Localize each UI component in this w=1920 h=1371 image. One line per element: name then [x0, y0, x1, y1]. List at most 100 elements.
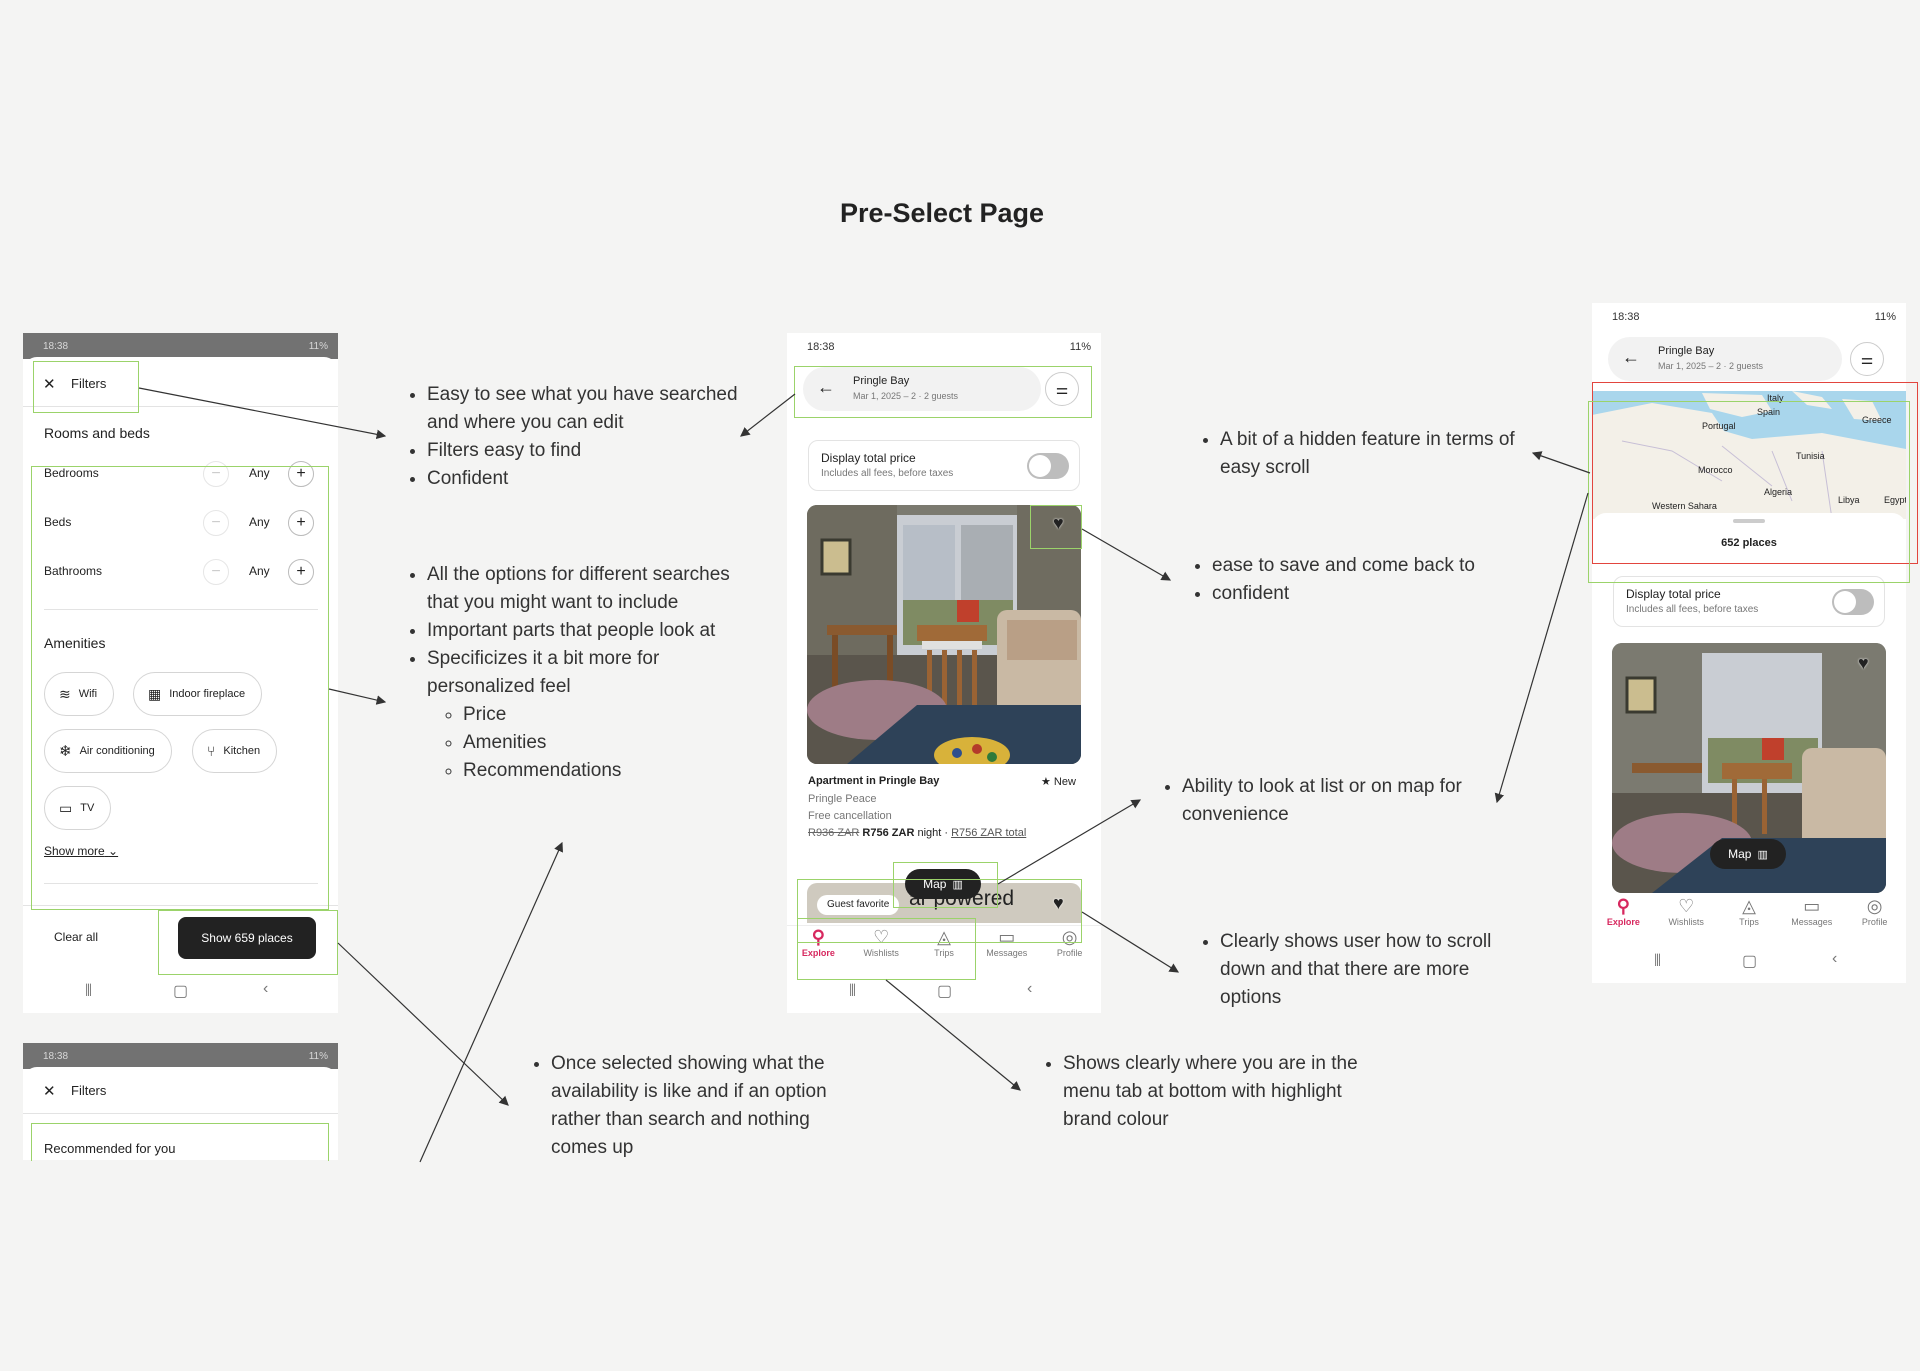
old-price: R936 ZAR [808, 827, 860, 839]
tab-wishlists[interactable]: ♡Wishlists [1655, 895, 1718, 939]
decrement-button[interactable]: − [203, 461, 229, 487]
note-hidden-scroll: A bit of a hidden feature in terms of ea… [1198, 426, 1538, 482]
amenity-chip-air-conditioning[interactable]: ❄ Air conditioning [44, 729, 172, 773]
amenity-chip-kitchen[interactable]: ⑂ Kitchen [192, 729, 278, 773]
highlight-search-bar [794, 366, 1092, 418]
note-options: All the options for different searches t… [405, 561, 745, 785]
filters-phone: 18:38 11% ✕ Filters Rooms and beds Bedro… [23, 333, 338, 1013]
map-label: Morocco [1698, 465, 1733, 475]
filters-title: Filters [71, 1083, 107, 1098]
highlight-map-sheet [1588, 401, 1910, 583]
back-icon[interactable]: ‹ [1027, 980, 1033, 997]
search-summary-pill[interactable]: ← Pringle Bay Mar 1, 2025 – 2 · 2 guests [803, 367, 1041, 411]
back-icon[interactable]: ‹ [263, 980, 269, 997]
recent-apps-icon[interactable]: ⦀ [85, 983, 93, 1000]
increment-button[interactable]: + [288, 510, 314, 536]
drag-handle[interactable] [1733, 519, 1765, 523]
filters-title: Filters [71, 376, 107, 391]
tv-icon: ▭ [59, 799, 73, 816]
home-icon[interactable]: ▢ [937, 983, 953, 1000]
listing-phone: 18:38 11% ← Pringle Bay Mar 1, 2025 – 2 … [787, 333, 1101, 1013]
tab-explore[interactable]: ⚲Explore [1592, 895, 1655, 939]
home-icon[interactable]: ▢ [1742, 953, 1758, 970]
clear-all-button[interactable]: Clear all [54, 930, 99, 944]
sliders-icon: ⚌ [1860, 351, 1874, 367]
new-price: R756 ZAR [862, 827, 915, 839]
filter-button[interactable]: ⚌ [1850, 342, 1884, 376]
note-map-list: Ability to look at list or on map for co… [1160, 773, 1500, 829]
total-price-link[interactable]: R756 ZAR total [951, 827, 1027, 839]
wishlist-heart-icon[interactable]: ♥ [1858, 653, 1869, 673]
filters-phone-2: 18:38 11% ✕ Filters Recommended for you [23, 1043, 338, 1160]
recommended-heading: Recommended for you [44, 1141, 176, 1156]
highlight-next-card [797, 879, 1082, 943]
amenities-heading: Amenities [44, 635, 106, 651]
listing-title: Apartment in Pringle Bay [808, 775, 940, 787]
increment-button[interactable]: + [288, 559, 314, 585]
close-icon[interactable]: ✕ [43, 1083, 56, 1100]
amenity-chip-wifi[interactable]: ≋ Wifi [44, 672, 115, 716]
places-count: 652 places [1721, 537, 1777, 549]
home-icon[interactable]: ▢ [173, 983, 189, 1000]
search-dates: Mar 1, 2025 – 2 · 2 guests [853, 391, 959, 401]
toggle-subtitle: Includes all fees, before taxes [821, 468, 954, 479]
price-unit: night · [914, 827, 952, 839]
increment-button[interactable]: + [288, 461, 314, 487]
recent-apps-icon[interactable]: ⦀ [849, 983, 857, 1000]
wifi-icon: ≋ [59, 685, 71, 702]
highlight-heart [1030, 505, 1082, 549]
filter-button[interactable]: ⚌ [1045, 372, 1079, 406]
map-label: Greece [1862, 415, 1892, 425]
toggle-subtitle: Includes all fees, before taxes [1626, 604, 1759, 615]
map-illustration [1592, 391, 1906, 519]
bottom-tab-bar: ⚲Explore ♡Wishlists ◬Trips ▭Messages ◎Pr… [1592, 895, 1906, 939]
price-line: R936 ZAR R756 ZAR night · R756 ZAR total [808, 827, 1026, 839]
map-toggle-button[interactable]: Map ▥ [905, 869, 981, 899]
amenity-chip-fireplace[interactable]: ▦ Indoor fireplace [133, 672, 263, 716]
search-location: Pringle Bay [1658, 345, 1715, 357]
kitchen-utensils-icon: ⑂ [207, 743, 216, 759]
room-photo-illustration [807, 505, 1081, 764]
search-icon: ⚲ [1616, 896, 1630, 916]
cancellation-line: Free cancellation [808, 810, 892, 822]
note-availability: Once selected showing what the availabil… [529, 1050, 869, 1162]
rooms-beds-heading: Rooms and beds [44, 425, 150, 441]
back-arrow-icon[interactable]: ← [1622, 347, 1640, 367]
map-label: Portugal [1702, 421, 1736, 431]
decrement-button[interactable]: − [203, 559, 229, 585]
search-summary-pill[interactable]: ← Pringle Bay Mar 1, 2025 – 2 · 2 guests [1608, 337, 1842, 381]
total-price-toggle[interactable] [1832, 589, 1874, 615]
map-view[interactable]: Italy Spain Portugal Greece Tunisia Moro… [1592, 391, 1906, 519]
close-icon[interactable]: ✕ [43, 376, 56, 393]
tab-trips[interactable]: ◬Trips [1718, 895, 1781, 939]
tab-messages[interactable]: ▭Messages [1780, 895, 1843, 939]
recent-apps-icon[interactable]: ⦀ [1654, 953, 1662, 970]
back-arrow-icon[interactable]: ← [817, 377, 835, 397]
map-label: Italy [1767, 393, 1784, 403]
decrement-button[interactable]: − [203, 510, 229, 536]
show-places-button[interactable]: Show 659 places [178, 917, 316, 959]
map-toggle-button[interactable]: Map ▥ [1710, 839, 1786, 869]
airbnb-logo-icon: ◬ [1742, 896, 1756, 916]
display-total-price-card: Display total price Includes all fees, b… [808, 440, 1080, 491]
map-label: Algeria [1764, 487, 1793, 497]
map-label: Spain [1757, 407, 1781, 417]
status-bar: 18:38 11% [1612, 311, 1896, 323]
map-label: Egypt [1884, 495, 1906, 505]
back-icon[interactable]: ‹ [1832, 950, 1838, 967]
wishlist-heart-icon[interactable]: ♥ [1053, 513, 1064, 533]
wishlist-heart-icon[interactable]: ♥ [1053, 893, 1064, 913]
note-save: ease to save and come back to confident [1190, 552, 1520, 608]
total-price-toggle[interactable] [1027, 453, 1069, 479]
show-more-link[interactable]: Show more ⌄ [44, 844, 119, 858]
guest-favorite-badge: Guest favorite [817, 895, 900, 915]
places-sheet[interactable]: 652 places [1592, 513, 1906, 559]
highlight-show-button [158, 910, 338, 975]
toggle-title: Display total price [821, 451, 916, 465]
search-location: Pringle Bay [853, 375, 910, 387]
tab-profile[interactable]: ◎Profile [1843, 895, 1906, 939]
status-bar: 18:38 11% [23, 333, 338, 359]
amenity-chip-tv[interactable]: ▭ TV [44, 786, 112, 830]
listing-photo[interactable] [807, 505, 1081, 764]
status-bar: 18:38 11% [23, 1043, 338, 1069]
